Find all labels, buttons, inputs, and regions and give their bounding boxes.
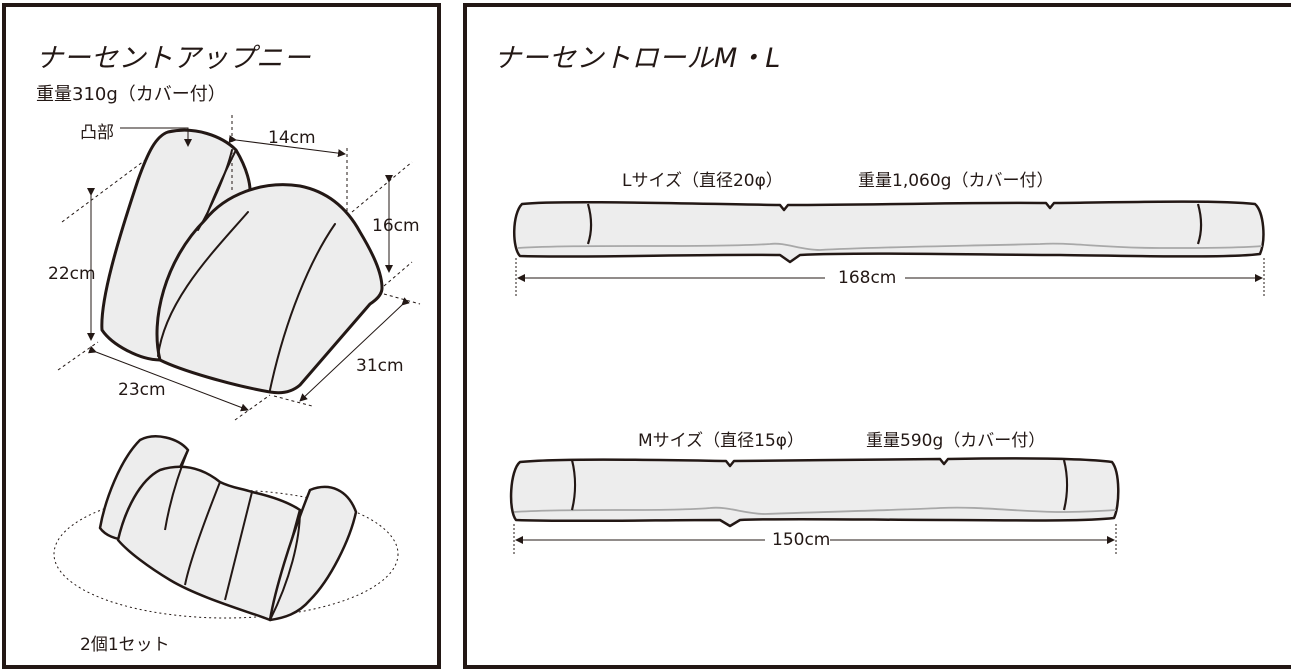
set-label: 2個1セット	[80, 635, 170, 655]
knee-pillow-title: ナーセントアップニー	[36, 43, 311, 74]
roll-l-seam-line	[517, 242, 1263, 251]
dim-arrow-23cm	[88, 345, 249, 412]
knee-pillow-weight: 重量310g（カバー付）	[36, 84, 226, 105]
dim-label-14cm: 14cm	[268, 128, 316, 148]
dim-label-22cm: 22cm	[48, 264, 96, 284]
roll-m-length-label: 150cm	[772, 530, 831, 550]
knee-pillow-set-illustration	[53, 435, 399, 622]
knee-pillow-dimensions	[57, 115, 421, 421]
roll-l-end-seam	[586, 203, 593, 245]
dim-label-23cm: 23cm	[118, 380, 166, 400]
knee-pillow-illustration	[100, 128, 384, 395]
roll-m-end-seam	[570, 459, 577, 511]
roll-m-seam-line	[513, 506, 1117, 515]
roll-m-size-label: Mサイズ（直径15φ）	[638, 431, 805, 451]
dim-label-31cm: 31cm	[356, 356, 404, 376]
dim-label-16cm: 16cm	[372, 216, 420, 236]
roll-l-length-label: 168cm	[838, 268, 897, 288]
roll-l-illustration	[513, 200, 1265, 296]
set-pillow-body	[116, 465, 302, 622]
roll-m-body	[509, 457, 1120, 528]
roll-m-illustration	[509, 457, 1120, 556]
knee-pillow-seam	[197, 149, 233, 231]
knee-pillow-seam	[157, 211, 249, 357]
roll-m-end-seam	[1062, 459, 1069, 511]
convex-leader-line	[120, 127, 192, 147]
roll-m-weight-label: 重量590g（カバー付）	[866, 431, 1046, 451]
convex-label: 凸部	[80, 123, 114, 143]
set-pillow-right-back	[268, 485, 358, 622]
dim-arrow-31cm	[299, 297, 410, 402]
knee-pillow-seam	[269, 223, 336, 391]
roll-l-weight-label: 重量1,060g（カバー付）	[858, 171, 1054, 191]
right-panel	[463, 3, 1291, 669]
roll-l-body	[513, 200, 1265, 264]
roll-title: ナーセントロールM・L	[494, 43, 781, 74]
roll-l-size-label: Lサイズ（直径20φ）	[622, 171, 783, 191]
dim-arrow-14cm	[228, 135, 346, 158]
roll-l-end-seam	[1196, 203, 1203, 245]
